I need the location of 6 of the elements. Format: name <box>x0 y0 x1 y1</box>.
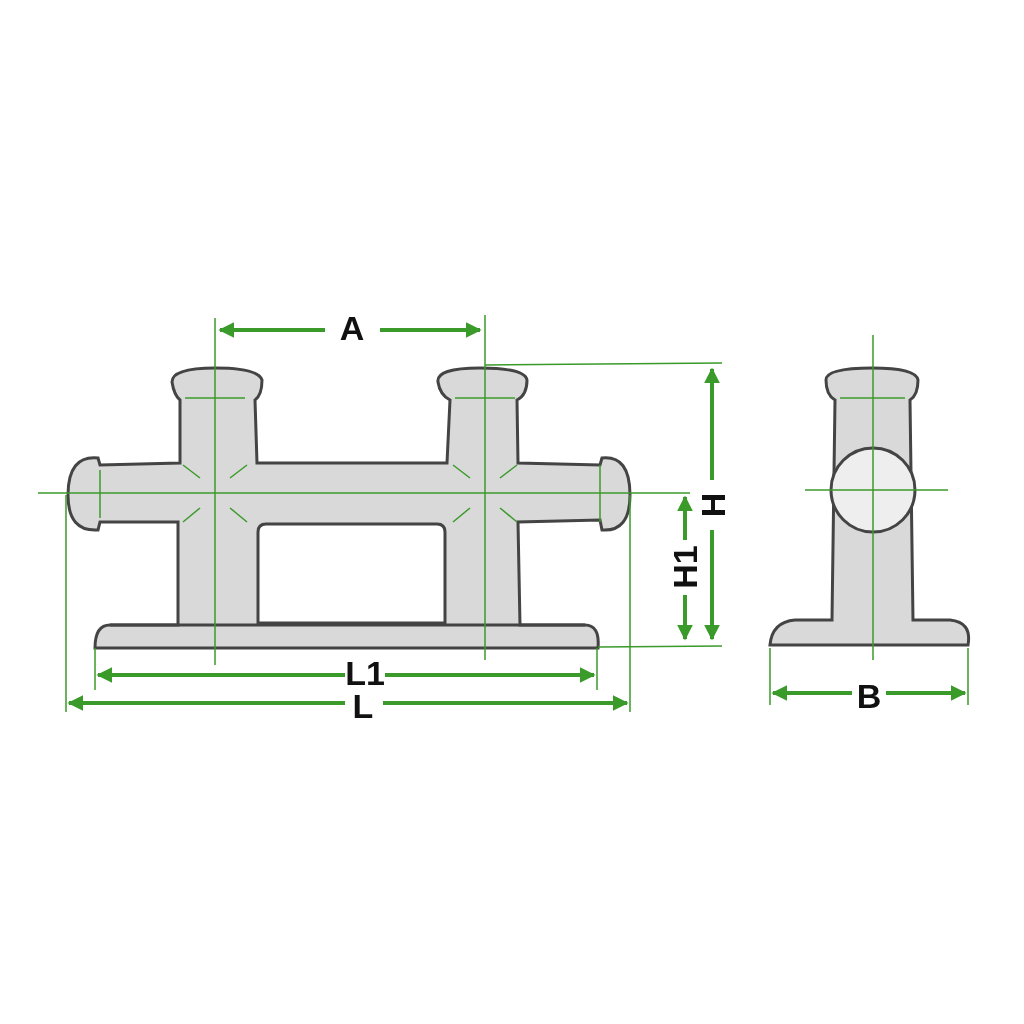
dimension-label: H1 <box>668 545 702 589</box>
dimension-label: A <box>339 311 365 345</box>
dimension-label: B <box>856 679 882 713</box>
dimension-label: L1 <box>345 656 385 690</box>
dimension-label: H <box>696 492 730 518</box>
dimension-label: L <box>352 689 374 723</box>
